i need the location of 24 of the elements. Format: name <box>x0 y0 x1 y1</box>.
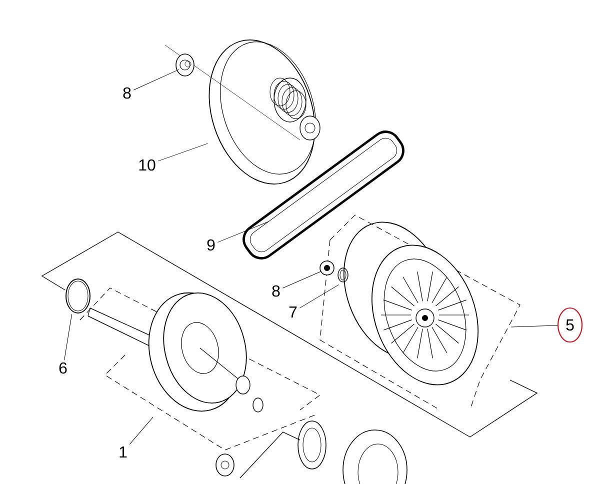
leader-line <box>133 69 180 90</box>
circled-callout-number: 5 <box>557 307 583 343</box>
callout-number: 10 <box>139 159 156 171</box>
callout-number: 6 <box>59 362 67 374</box>
clutch-drawing <box>344 222 478 386</box>
leader-line <box>282 271 322 288</box>
pulley-drawing <box>208 40 320 184</box>
callout-number: 8 <box>123 87 131 99</box>
washer-drawing <box>338 268 348 282</box>
callout-number: 7 <box>289 306 297 318</box>
bearing-drawing <box>320 260 334 276</box>
leader-line <box>217 221 270 243</box>
circlip-drawing <box>66 278 90 314</box>
belt-drawing <box>242 130 404 260</box>
shaft-housing-drawing <box>88 292 264 412</box>
leader-line <box>129 416 154 445</box>
nut-drawing <box>176 54 194 76</box>
callout-number: 9 <box>207 239 215 251</box>
leader-line <box>299 284 340 308</box>
callout-number: 8 <box>272 285 280 297</box>
leader-line <box>510 325 558 328</box>
callout-number: 1 <box>120 446 127 458</box>
leader-line <box>64 314 72 360</box>
leader-line <box>158 143 208 162</box>
